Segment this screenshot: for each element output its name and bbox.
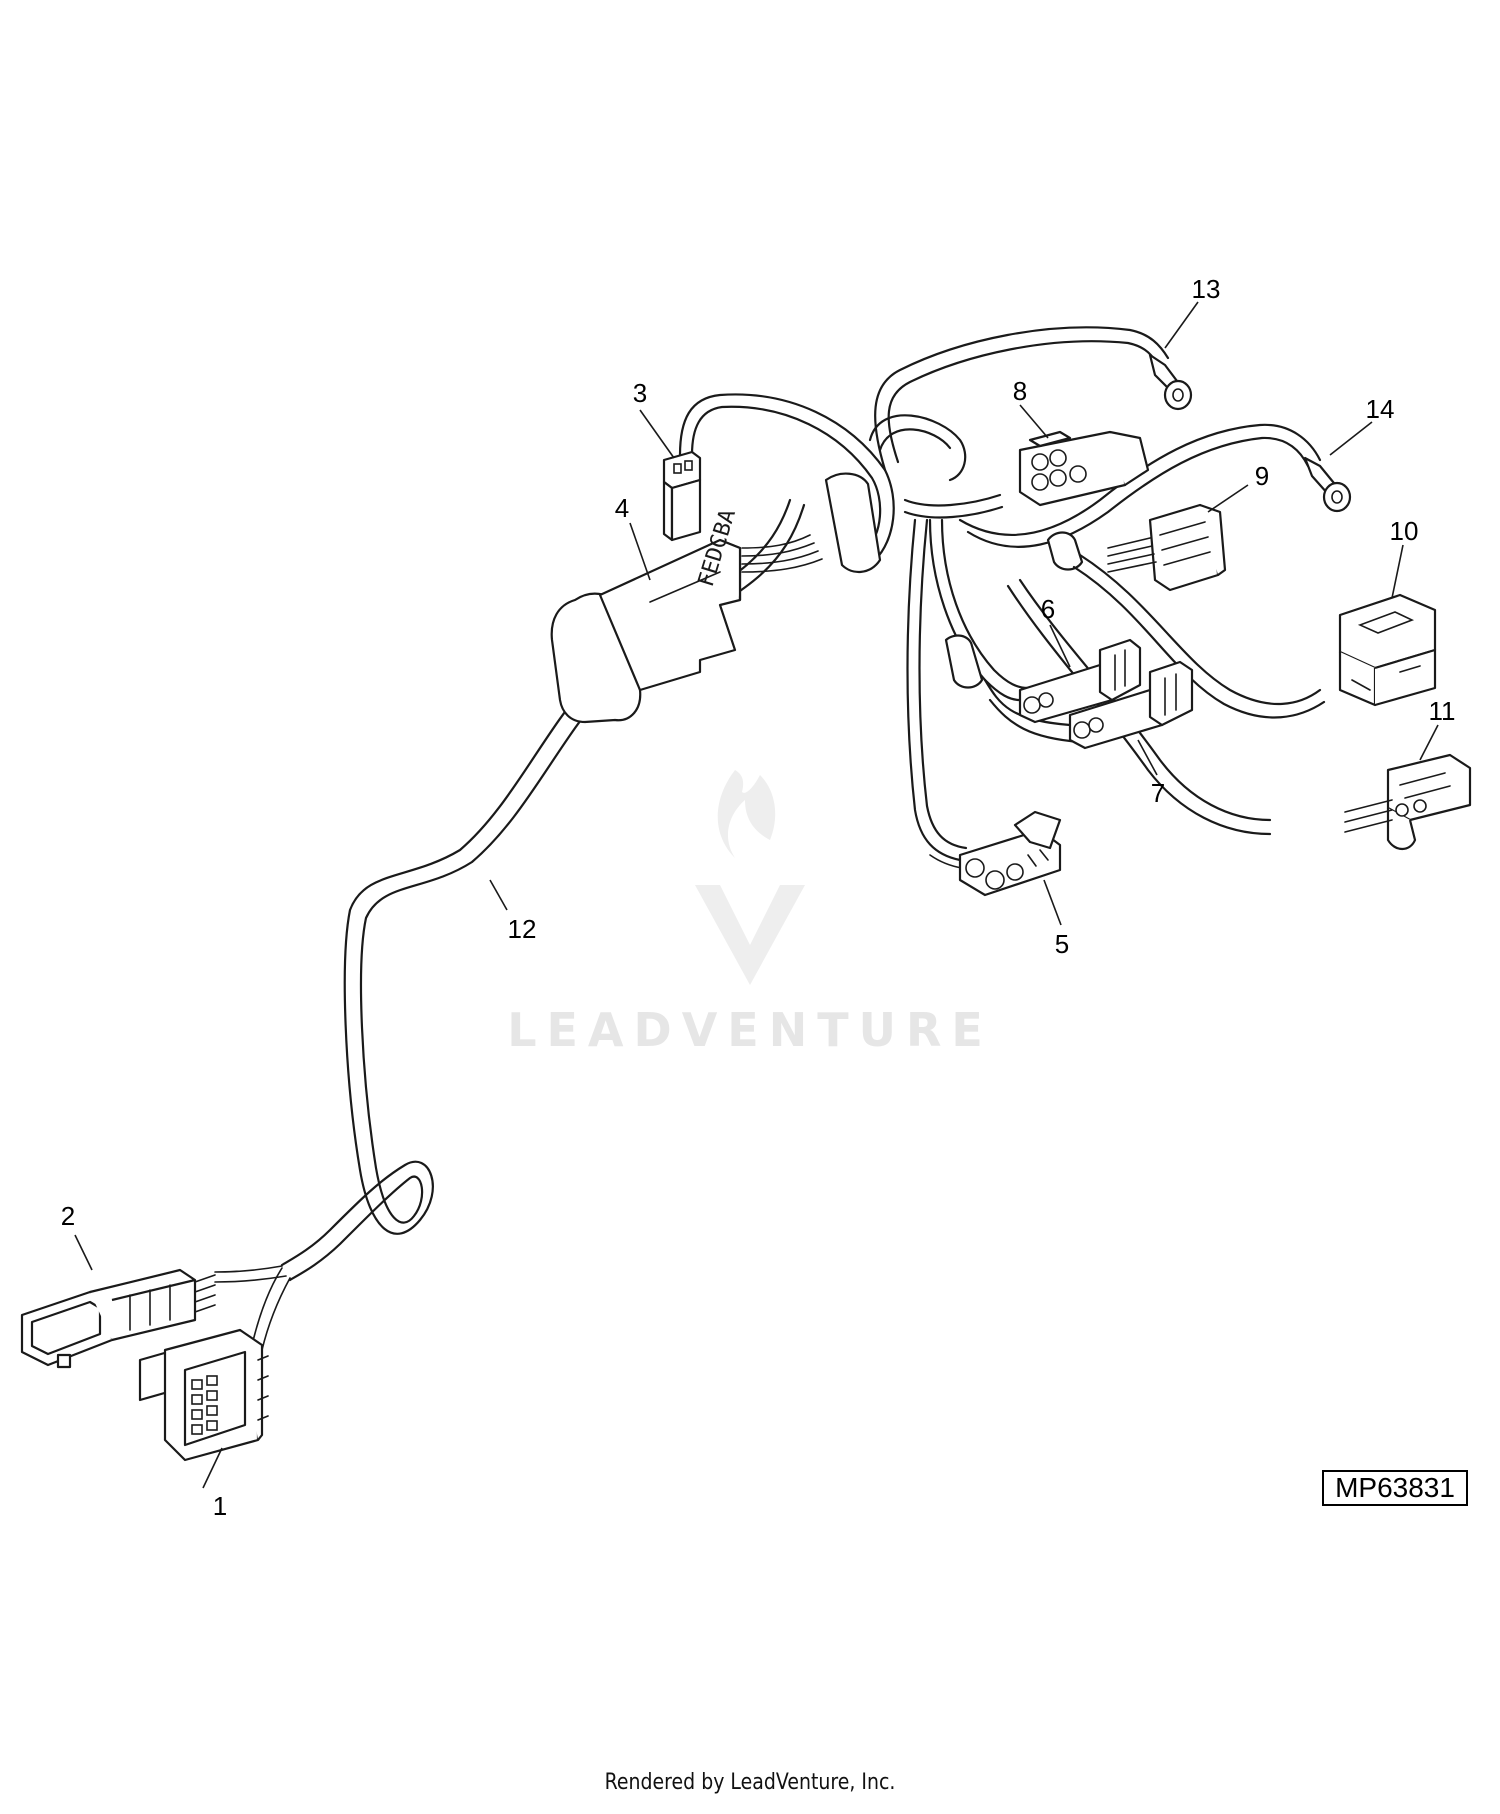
ring-terminal-14[interactable] xyxy=(1303,456,1352,513)
callout-9: 9 xyxy=(1255,461,1269,491)
callout-12: 12 xyxy=(508,914,537,944)
callout-11: 11 xyxy=(1429,696,1456,726)
callout-7: 7 xyxy=(1151,778,1165,808)
callout-2: 2 xyxy=(61,1201,75,1231)
watermark-text: LEADVENTURE xyxy=(507,1003,993,1057)
harness-branches xyxy=(678,326,1326,869)
callout-10: 10 xyxy=(1390,516,1419,546)
footer-credit: Rendered by LeadVenture, Inc. xyxy=(604,1770,896,1795)
connector-9[interactable] xyxy=(1107,503,1227,592)
callout-5: 5 xyxy=(1055,929,1069,959)
connector-7[interactable] xyxy=(1068,660,1194,750)
leader-lines xyxy=(74,301,1439,1489)
callout-labels: 1 2 3 4 5 6 7 8 9 10 11 12 13 14 xyxy=(61,274,1456,1521)
drawing-number-box: MP63831 xyxy=(1322,1470,1468,1506)
connector-1[interactable] xyxy=(138,1328,269,1462)
watermark: LEADVENTURE xyxy=(507,770,993,1057)
connector-11[interactable] xyxy=(1344,753,1472,851)
connector-8[interactable] xyxy=(1018,430,1150,507)
callout-1: 1 xyxy=(213,1491,227,1521)
connector-6[interactable] xyxy=(1018,638,1142,724)
callout-3: 3 xyxy=(633,378,647,408)
connector-2[interactable] xyxy=(20,1268,216,1369)
callout-14: 14 xyxy=(1366,394,1395,424)
connector-1-terminals xyxy=(191,1375,218,1435)
module-4[interactable]: FEDCBA xyxy=(550,506,742,724)
connector-5[interactable] xyxy=(958,810,1062,897)
callout-13: 13 xyxy=(1192,274,1221,304)
callout-4: 4 xyxy=(615,493,629,523)
callout-8: 8 xyxy=(1013,376,1027,406)
connector-10[interactable] xyxy=(1338,593,1437,707)
callout-6: 6 xyxy=(1041,594,1055,624)
ring-terminal-13[interactable] xyxy=(1148,353,1193,411)
connector-3[interactable] xyxy=(662,450,702,542)
watermark-logo-icon xyxy=(695,770,805,985)
